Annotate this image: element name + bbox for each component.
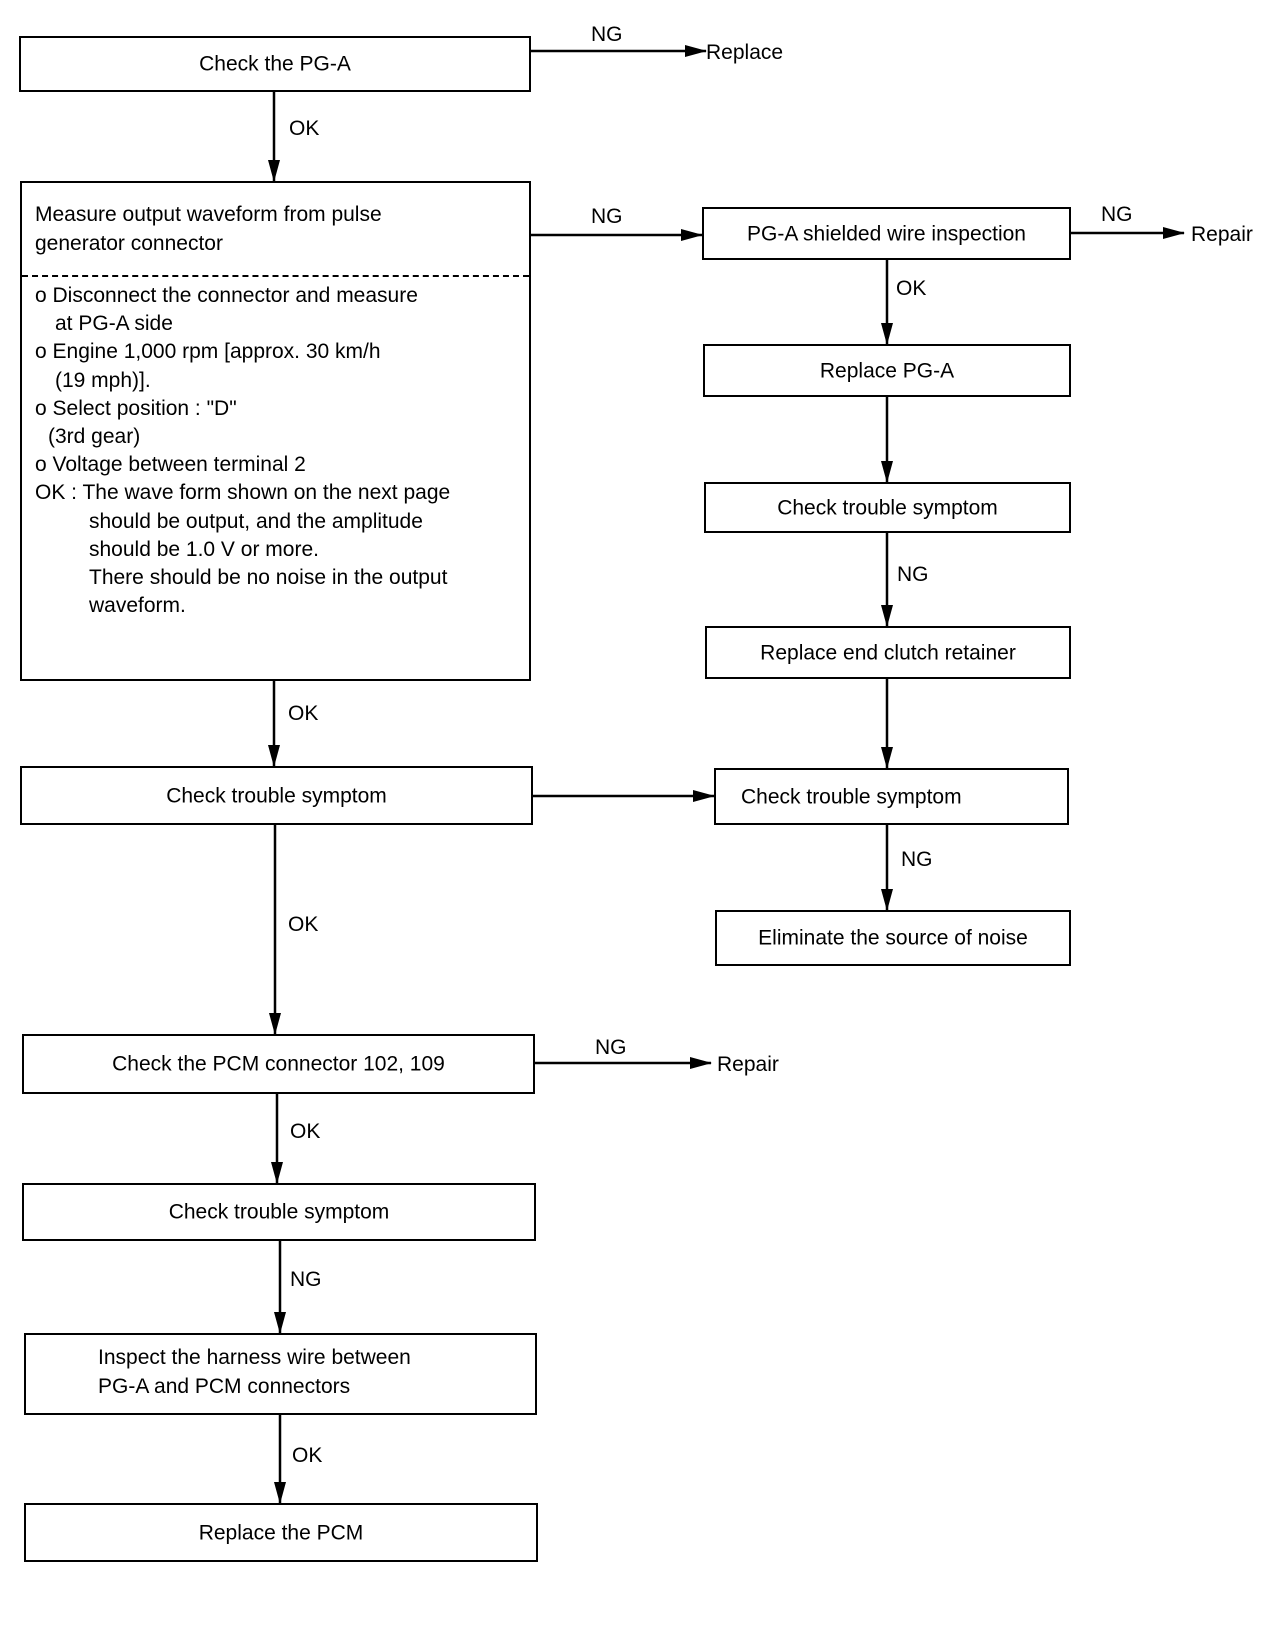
measure-title-line-1: Measure output waveform from pulse: [35, 203, 382, 226]
box-check-trouble-l2: Check trouble symptom: [22, 1183, 536, 1241]
label-ok: OK: [896, 277, 927, 300]
label-ng: NG: [901, 848, 933, 871]
box-check-pga-text: Check the PG-A: [199, 52, 351, 76]
box-check-trouble-r1: Check trouble symptom: [704, 482, 1071, 533]
measure-note: (3rd gear): [48, 425, 141, 449]
measure-note: (19 mph)].: [55, 368, 151, 392]
measure-note: should be output, and the amplitude: [89, 509, 423, 533]
label-ok: OK: [288, 913, 319, 936]
box-check-pcm-connector: Check the PCM connector 102, 109: [22, 1034, 535, 1094]
box-replace-pga-text: Replace PG-A: [819, 359, 955, 382]
label-ok: OK: [290, 1120, 321, 1143]
measure-notes: o Disconnect the connector and measure a…: [35, 282, 450, 620]
measure-note: OK : The wave form shown on the next pag…: [35, 481, 451, 505]
box-replace-end-clutch-text: Replace end clutch retainer: [760, 641, 1016, 664]
box-check-trouble-l1-text: Check trouble symptom: [166, 784, 387, 807]
box-eliminate-noise-text: Eliminate the source of noise: [758, 926, 1028, 950]
label-ng: NG: [595, 1036, 627, 1059]
label-ng: NG: [897, 563, 929, 586]
box-replace-end-clutch: Replace end clutch retainer: [705, 626, 1071, 679]
box-check-pcm-connector-text: Check the PCM connector 102, 109: [112, 1052, 445, 1076]
box-inspect-harness: Inspect the harness wire between PG-A an…: [24, 1333, 537, 1415]
measure-title-line-2: generator connector: [35, 232, 223, 255]
label-replace: Replace: [706, 41, 784, 64]
measure-note: o Select position : "D": [35, 396, 237, 420]
measure-note: o Voltage between terminal 2: [35, 453, 306, 477]
measure-note: There should be no noise in the output: [89, 566, 448, 590]
label-repair: Repair: [1191, 223, 1253, 246]
label-ng: NG: [1101, 203, 1133, 226]
box-check-pga: Check the PG-A: [19, 36, 531, 92]
harness-line-2: PG-A and PCM connectors: [98, 1375, 351, 1398]
label-ng: NG: [591, 205, 623, 228]
box-measure-waveform: Measure output waveform from pulse gener…: [20, 181, 531, 681]
measure-note: waveform.: [89, 594, 186, 618]
box-replace-pga: Replace PG-A: [703, 344, 1071, 397]
label-ng: NG: [591, 23, 623, 46]
harness-line-1: Inspect the harness wire between: [98, 1346, 411, 1369]
box-check-trouble-r2: Check trouble symptom: [714, 768, 1069, 825]
box-check-trouble-l2-text: Check trouble symptom: [168, 1200, 390, 1224]
box-shielded-wire-text: PG-A shielded wire inspection: [747, 222, 1026, 245]
box-eliminate-noise: Eliminate the source of noise: [715, 910, 1071, 966]
box-replace-pcm: Replace the PCM: [24, 1503, 538, 1562]
label-ok: OK: [292, 1444, 323, 1467]
box-check-trouble-l1: Check trouble symptom: [20, 766, 533, 825]
measure-title: Measure output waveform from pulse gener…: [35, 200, 382, 258]
box-check-trouble-r1-text: Check trouble symptom: [777, 496, 998, 519]
label-repair: Repair: [717, 1053, 779, 1076]
measure-note: at PG-A side: [55, 312, 173, 336]
label-ng: NG: [290, 1268, 322, 1291]
label-ok: OK: [288, 702, 319, 725]
box-shielded-wire: PG-A shielded wire inspection: [702, 207, 1071, 260]
label-ok: OK: [289, 117, 320, 140]
box-replace-pcm-text: Replace the PCM: [198, 1521, 364, 1544]
box-inspect-harness-text: Inspect the harness wire between PG-A an…: [98, 1343, 411, 1401]
box-check-trouble-r2-text: Check trouble symptom: [741, 785, 962, 808]
dashed-divider: [22, 275, 529, 277]
measure-note: o Disconnect the connector and measure: [35, 284, 418, 307]
measure-note: should be 1.0 V or more.: [89, 537, 319, 561]
measure-note: o Engine 1,000 rpm [approx. 30 km/h: [35, 340, 381, 364]
